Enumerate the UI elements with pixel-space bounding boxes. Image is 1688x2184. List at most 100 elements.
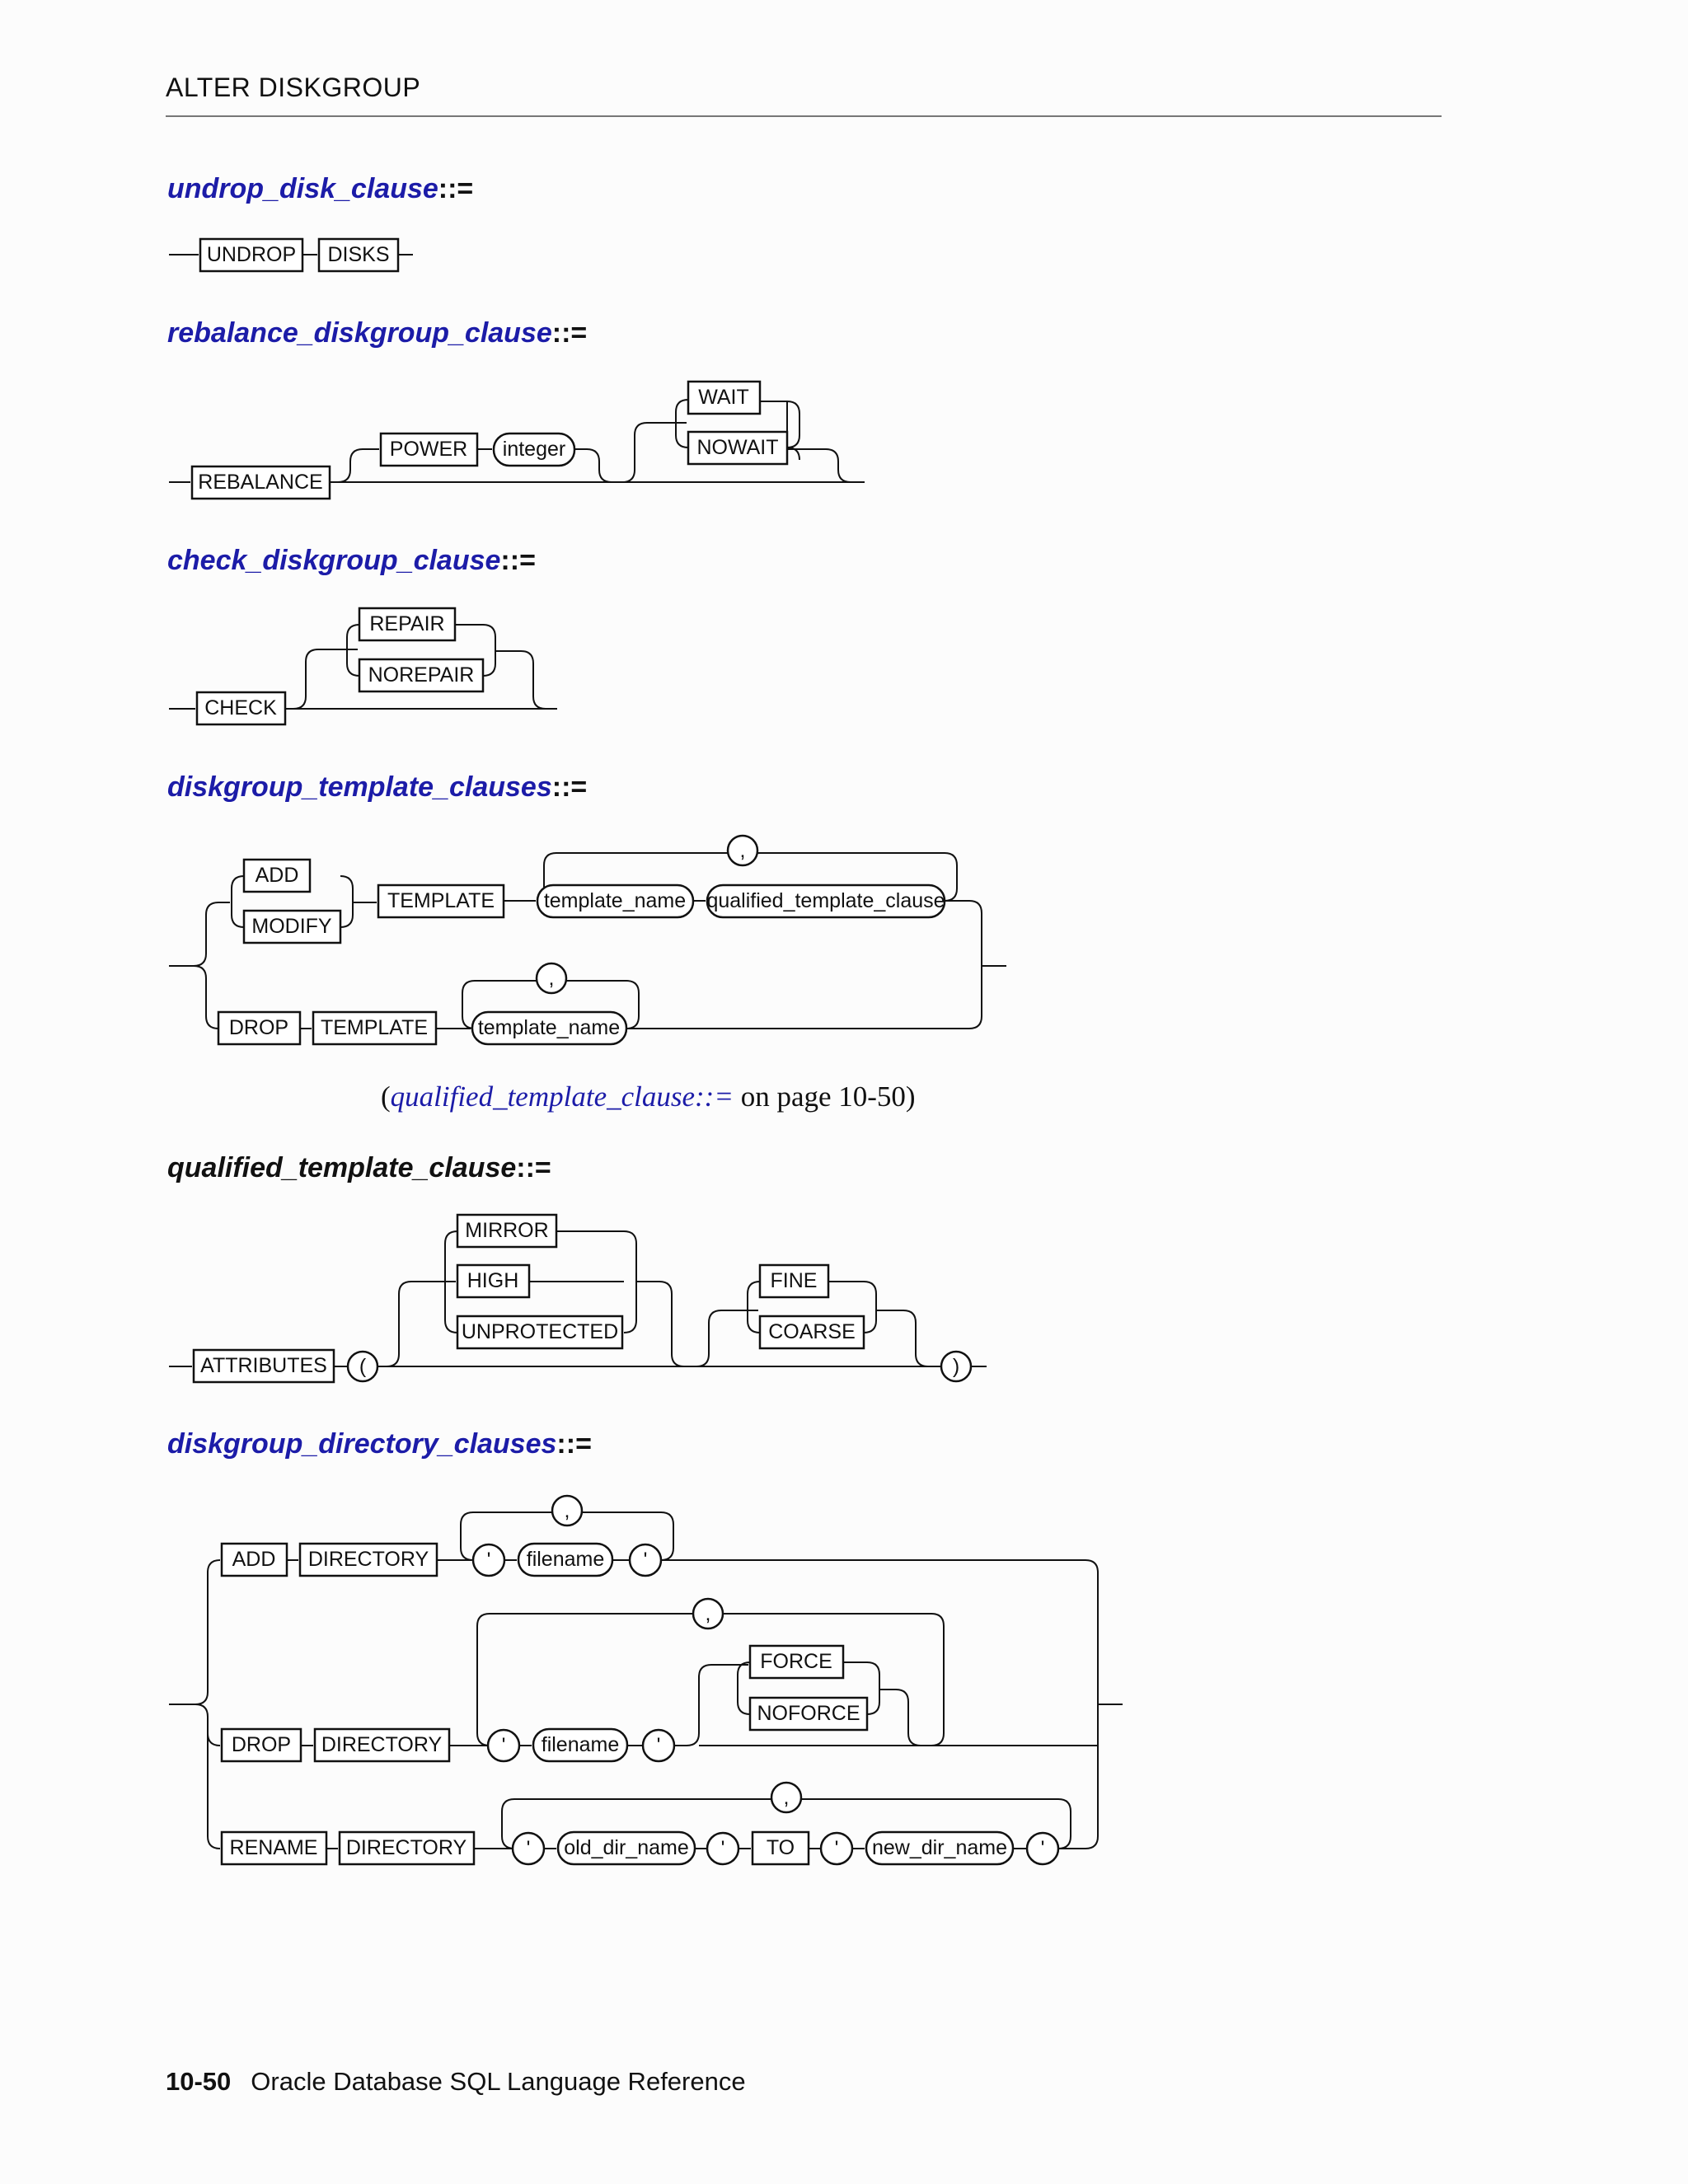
keyword-rename: RENAME (230, 1836, 318, 1859)
nonterminal-box (532, 1727, 629, 1763)
keyword-repair: REPAIR (369, 612, 444, 635)
keyword-box (748, 1696, 869, 1732)
keyword-undrop: UNDROP (207, 243, 296, 266)
separator-comma: , (549, 967, 555, 990)
heading-diskgroup-directory-clauses: diskgroup_directory_clauses::= (167, 1428, 592, 1460)
keyword-box (456, 1263, 531, 1299)
keyword-box (192, 1348, 335, 1384)
keyword-drop: DROP (229, 1016, 288, 1039)
heading-operator: ::= (516, 1152, 551, 1183)
nonterminal-integer: integer (503, 438, 565, 461)
separator-comma: , (706, 1602, 711, 1625)
keyword-wait: WAIT (698, 386, 749, 409)
keyword-box (220, 1727, 302, 1763)
keyword-box (377, 883, 505, 919)
heading-name: rebalance_diskgroup_clause (167, 317, 552, 349)
heading-operator: ::= (438, 173, 474, 204)
check-diagram: CHECK REPAIR NOREPAIR (169, 607, 557, 726)
quote-mark: ' (657, 1734, 661, 1757)
keyword-box (199, 237, 304, 273)
undrop-diagram: UNDROP DISKS (169, 237, 413, 273)
heading-rebalance-diskgroup-clause: rebalance_diskgroup_clause::= (167, 317, 587, 349)
right-paren: ) (953, 1355, 959, 1378)
keyword-box (758, 1315, 865, 1350)
keyword-high: HIGH (467, 1269, 519, 1292)
keyword-drop: DROP (232, 1733, 291, 1756)
heading-operator: ::= (551, 771, 588, 803)
quote-box (486, 1728, 521, 1763)
keyword-box (358, 607, 457, 642)
comma-box (692, 1597, 724, 1630)
template-diagram: ADD MODIFY TEMPLATE template_name qualif… (169, 834, 1006, 1046)
keyword-mirror: MIRROR (465, 1219, 548, 1242)
quote-box (471, 1543, 506, 1577)
keyword-box (298, 1542, 438, 1577)
keyword-box (358, 658, 485, 693)
quote-box (641, 1728, 676, 1763)
nonterminal-box (865, 1830, 1015, 1866)
quote-mark: ' (487, 1549, 491, 1572)
keyword-add: ADD (232, 1548, 276, 1571)
heading-name: diskgroup_directory_clauses (167, 1428, 557, 1460)
heading-name: diskgroup_template_clauses (167, 771, 552, 803)
quote-mark: ' (644, 1549, 648, 1572)
keyword-box (751, 1830, 810, 1866)
keyword-rebalance: REBALANCE (198, 471, 322, 494)
quote-mark: ' (527, 1837, 531, 1860)
nonterminal-box (536, 883, 695, 919)
comma-box (770, 1781, 803, 1814)
quote-mark: ' (721, 1837, 725, 1860)
keyword-box (758, 1263, 830, 1299)
keyword-to: TO (767, 1836, 795, 1859)
nonterminal-filename: filename (542, 1733, 620, 1756)
separator-comma: , (565, 1499, 570, 1522)
nonterminal-filename: filename (527, 1548, 605, 1571)
keyword-box (338, 1830, 476, 1866)
keyword-box (220, 1542, 288, 1577)
rebalance-diagram: REBALANCE POWER integer WAIT NOWAIT (169, 380, 865, 500)
nonterminal-box (471, 1010, 628, 1046)
keyword-template: TEMPLATE (387, 889, 495, 912)
quote-box (819, 1831, 854, 1866)
running-header: ALTER DISKGROUP (166, 73, 421, 102)
page-number: 10-50 (166, 2067, 232, 2096)
directory-diagram: ADD DIRECTORY ' filename ' , DROP DIRECT… (169, 1494, 1123, 1866)
keyword-box (687, 430, 789, 466)
nonterminal-template-name: template_name (478, 1016, 620, 1039)
keyword-box (317, 237, 400, 273)
heading-name: undrop_disk_clause (167, 173, 438, 204)
header-rule (166, 115, 1442, 117)
quote-box (511, 1831, 546, 1866)
quote-mark: ' (835, 1837, 839, 1860)
heading-diskgroup-template-clauses: diskgroup_template_clauses::= (167, 771, 587, 804)
keyword-box (456, 1213, 558, 1249)
keyword-box (242, 858, 312, 893)
keyword-directory: DIRECTORY (308, 1548, 429, 1571)
heading-operator: ::= (551, 317, 588, 349)
quote-mark: ' (502, 1734, 506, 1757)
comma-box (726, 834, 759, 867)
keyword-modify: MODIFY (251, 915, 332, 938)
keyword-box (687, 380, 762, 415)
separator-comma: , (784, 1786, 790, 1809)
xref-link[interactable]: qualified_template_clause::= (390, 1080, 734, 1113)
keyword-directory: DIRECTORY (321, 1733, 443, 1756)
comma-box (551, 1494, 584, 1527)
qualified-diagram: ATTRIBUTES ( MIRROR HIGH UNPROTECTED FIN… (169, 1213, 987, 1384)
keyword-force: FORCE (760, 1650, 832, 1673)
keyword-attributes: ATTRIBUTES (200, 1354, 327, 1377)
keyword-box (748, 1644, 845, 1680)
keyword-box (195, 691, 287, 726)
separator-comma: , (740, 839, 746, 862)
paren-box (346, 1350, 379, 1383)
heading-undrop-disk-clause: undrop_disk_clause::= (167, 173, 473, 205)
quote-box (628, 1543, 663, 1577)
keyword-nowait: NOWAIT (696, 436, 778, 459)
heading-name: qualified_template_clause (167, 1152, 517, 1183)
keyword-template: TEMPLATE (321, 1016, 428, 1039)
nonterminal-qualified-template-clause: qualified_template_clause (706, 889, 945, 912)
paren-box (940, 1350, 973, 1383)
quote-box (706, 1831, 740, 1866)
